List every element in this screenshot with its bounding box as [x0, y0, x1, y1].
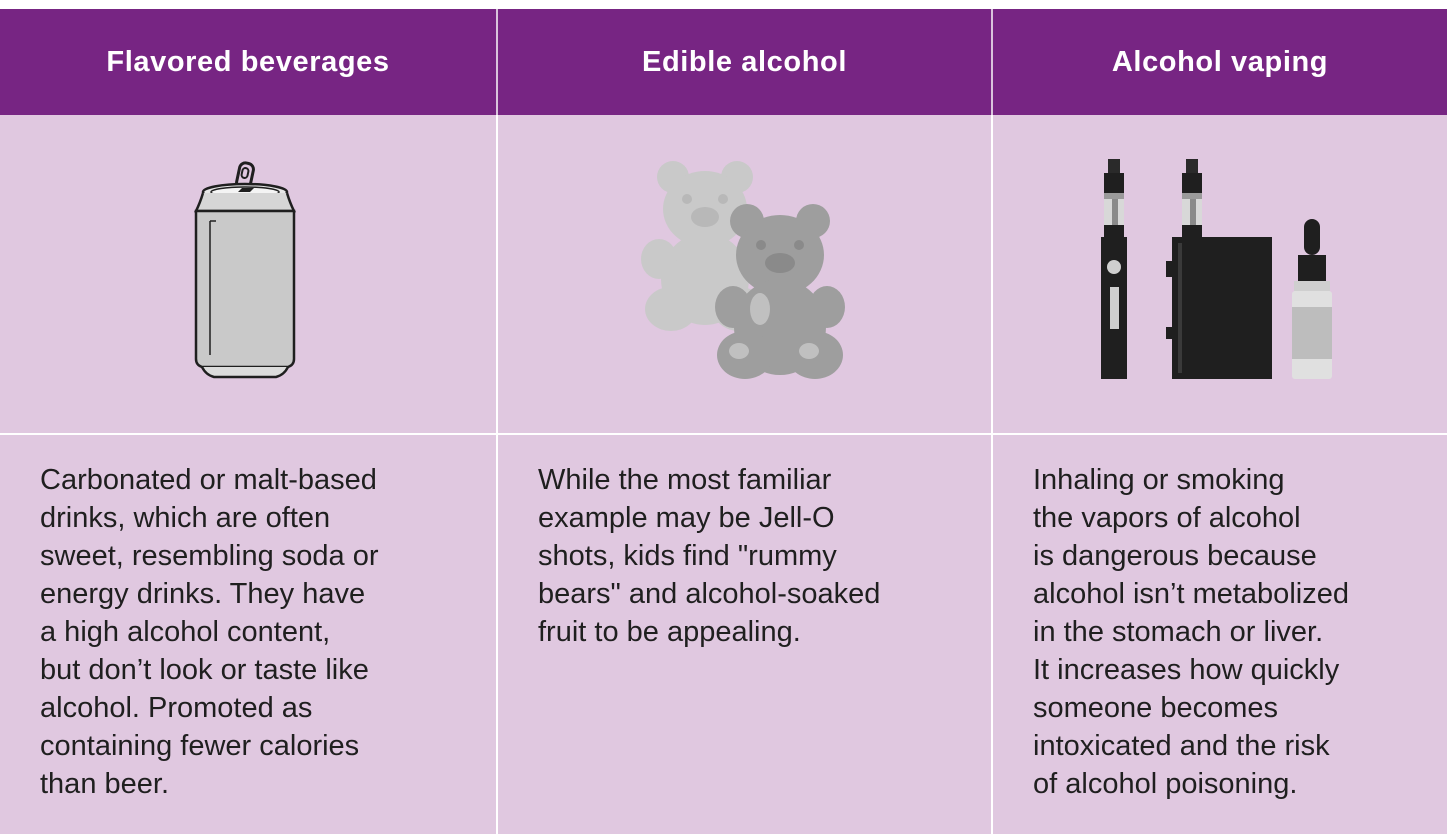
header-flavored-beverages: Flavored beverages	[0, 9, 496, 115]
soda-can-icon	[193, 161, 297, 379]
vape-devices-icon	[1101, 159, 1332, 379]
text-cell-flavored-beverages: Carbonated or malt-based drinks, which a…	[0, 433, 496, 834]
header-edible-alcohol: Edible alcohol	[496, 9, 991, 115]
comparison-table: Flavored beverages Edible alcohol Alcoho…	[0, 9, 1447, 834]
image-cell-alcohol-vaping	[991, 115, 1447, 433]
image-cell-edible-alcohol	[496, 115, 991, 433]
text-cell-alcohol-vaping: Inhaling or smoking the vapors of alcoho…	[991, 433, 1447, 834]
gummy-bears-icon	[640, 161, 845, 379]
header-alcohol-vaping: Alcohol vaping	[991, 9, 1447, 115]
description-alcohol-vaping: Inhaling or smoking the vapors of alcoho…	[1033, 464, 1349, 800]
description-flavored-beverages: Carbonated or malt-based drinks, which a…	[40, 464, 379, 800]
image-cell-flavored-beverages	[0, 115, 496, 433]
text-cell-edible-alcohol: While the most familiar example may be J…	[496, 433, 991, 834]
description-edible-alcohol: While the most familiar example may be J…	[538, 464, 881, 648]
